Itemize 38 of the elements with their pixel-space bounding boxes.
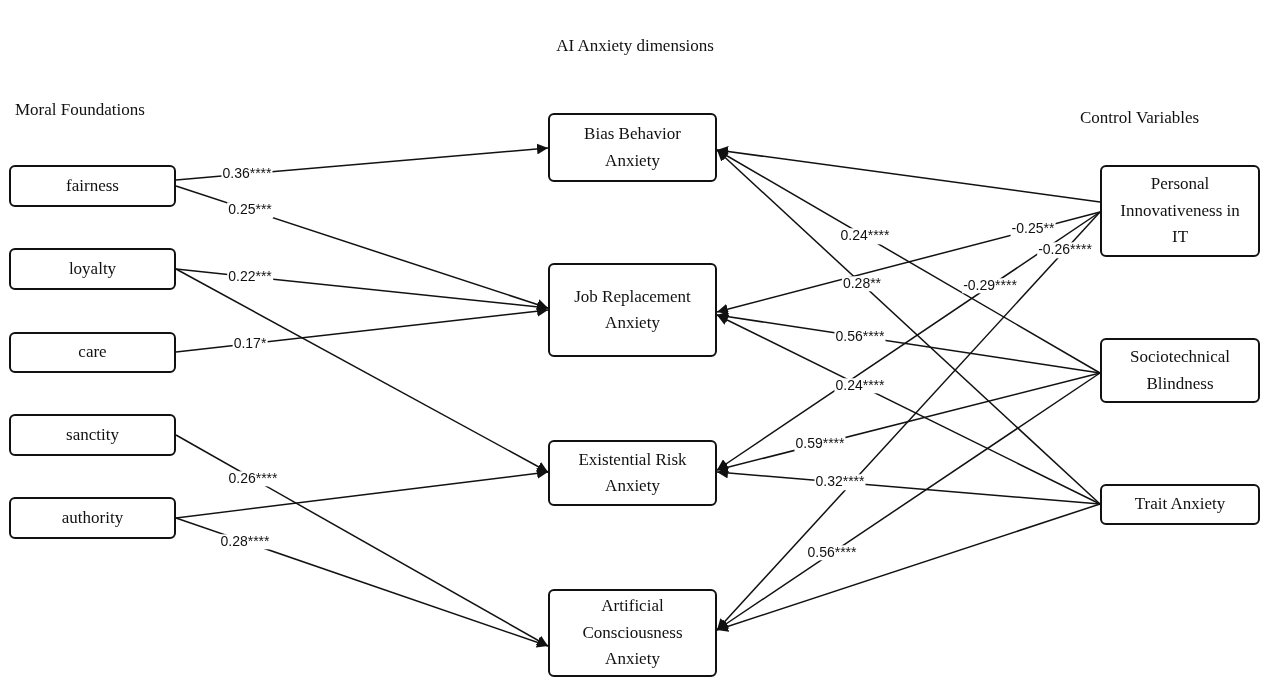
arrow [716, 503, 1101, 632]
arrow [175, 467, 549, 519]
group-heading: Control Variables [1080, 108, 1200, 128]
diagram-title: AI Anxiety dimensions [555, 36, 715, 56]
edge-label: 0.56**** [834, 328, 886, 345]
arrow [716, 211, 1101, 631]
variable-box: fairness [9, 165, 176, 207]
arrow [175, 434, 549, 647]
edge-label: 0.28** [841, 276, 883, 292]
variable-box: Bias Behavior Anxiety [548, 113, 717, 182]
variable-box: Trait Anxiety [1100, 484, 1260, 525]
edge-label: -0.26**** [1037, 242, 1093, 258]
arrow [716, 146, 1101, 203]
arrow [175, 517, 549, 648]
arrow [716, 149, 1101, 374]
edge-label: 0.32**** [814, 474, 866, 490]
edge-label: 0.28**** [219, 534, 271, 550]
group-heading: Moral Foundations [15, 100, 145, 120]
variable-box: Sociotechnical Blindness [1100, 338, 1260, 403]
edge-label: 0.59**** [794, 436, 846, 452]
variable-box: loyalty [9, 248, 176, 290]
edge-label: -0.25** [1010, 221, 1056, 238]
edge-label: 0.24**** [834, 377, 886, 394]
edge-label: 0.26**** [227, 471, 279, 487]
variable-box: sanctity [9, 414, 176, 456]
variable-box: Artificial Consciousness Anxiety [548, 589, 717, 677]
arrow [716, 314, 1101, 505]
edge-label: -0.29**** [962, 278, 1018, 294]
variable-box: Job Replacement Anxiety [548, 263, 717, 357]
variable-box: authority [9, 497, 176, 539]
arrow [175, 268, 549, 473]
arrow [716, 149, 1101, 505]
edge-label: 0.25*** [227, 202, 273, 218]
variable-box: Personal Innovativeness in IT [1100, 165, 1260, 257]
edge-label: 0.56**** [806, 545, 858, 561]
edge-label: 0.24**** [839, 228, 891, 244]
variable-box: care [9, 332, 176, 373]
variable-box: Existential Risk Anxiety [548, 440, 717, 506]
